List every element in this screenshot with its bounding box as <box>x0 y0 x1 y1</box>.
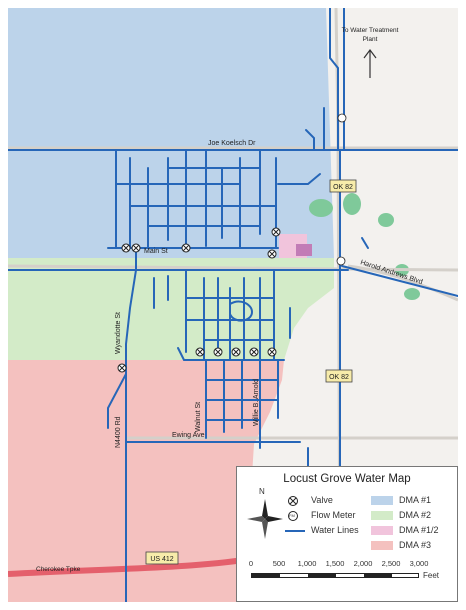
legend-flow-meter-label: Flow Meter <box>311 510 356 520</box>
legend-title: Locust Grove Water Map <box>283 473 411 485</box>
map-legend: Locust Grove Water Map N Valve FM Flow M… <box>236 466 458 602</box>
pond-parcel <box>343 193 361 215</box>
valve-icon <box>271 227 281 237</box>
street-label-main: Main St <box>144 248 168 255</box>
scale-tick-label: 500 <box>272 559 286 568</box>
street-label-cherokee: Cherokee Tpke <box>36 566 81 573</box>
north-arrow-icon <box>247 499 283 539</box>
ok82-shield-mid: OK 82 <box>325 369 353 383</box>
valve-icon <box>231 347 241 357</box>
dma12-swatch <box>371 526 393 535</box>
scale-tick-label: 3,000 <box>409 559 429 568</box>
valve-icon <box>121 243 131 253</box>
valve-icon <box>249 347 259 357</box>
legend-dma1-label: DMA #1 <box>399 495 432 505</box>
valve-icon <box>267 249 277 259</box>
ok82-shield-top: OK 82 <box>329 179 357 193</box>
flow-meter-glyph: FM <box>289 513 295 518</box>
legend-dma12-label: DMA #1/2 <box>399 525 439 535</box>
svg-text:OK 82: OK 82 <box>333 184 353 191</box>
street-label-wyandotte: Wyandotte St <box>115 312 122 354</box>
dma1-swatch <box>371 496 393 505</box>
street-label-n4400: N4400 Rd <box>115 416 122 448</box>
north-label: N <box>259 487 265 496</box>
treatment-plant-label-2: Plant <box>363 36 378 43</box>
pond-parcel <box>309 199 333 217</box>
pond-parcel <box>404 288 420 300</box>
valve-icon <box>195 347 205 357</box>
street-label-walnut: Walnut St <box>195 402 202 432</box>
pond-parcel <box>378 213 394 227</box>
treatment-plant-arrow <box>363 49 377 78</box>
scale-tick-label: 2,000 <box>353 559 373 568</box>
scale-tick-label: 0 <box>248 559 254 568</box>
water-line-swatch <box>285 530 305 532</box>
treatment-plant-label: To Water Treatment <box>342 27 399 34</box>
dma3-swatch <box>371 541 393 550</box>
svg-text:US 412: US 412 <box>150 556 173 563</box>
street-label-ewing: Ewing Ave <box>172 432 205 439</box>
valve-icon <box>213 347 223 357</box>
svg-text:OK 82: OK 82 <box>329 374 349 381</box>
flow-meter-icon <box>288 511 298 521</box>
street-label-joe-koelsch: Joe Koelsch Dr <box>208 140 256 147</box>
valve-icon <box>181 243 191 253</box>
valve-markers <box>117 227 281 373</box>
us412-shield: US 412 <box>145 551 179 565</box>
legend-valve-label: Valve <box>311 495 333 505</box>
scale-tick-label: 1,500 <box>325 559 345 568</box>
building-parcel <box>296 244 312 256</box>
street-label-willie-b: Willie B. Arnold <box>253 379 260 426</box>
scale-tick-label: 2,500 <box>381 559 401 568</box>
legend-dma3-label: DMA #3 <box>399 540 432 550</box>
dma2-swatch <box>371 511 393 520</box>
legend-water-lines-label: Water Lines <box>311 525 359 535</box>
valve-icon <box>117 363 127 373</box>
map-canvas[interactable]: To Water Treatment Plant Joe Koelsch Dr … <box>8 8 458 602</box>
valve-icon <box>131 243 141 253</box>
scale-unit: Feet <box>423 571 440 580</box>
scale-tick-label: 1,000 <box>297 559 317 568</box>
dma2-zone <box>8 258 334 360</box>
flow-meter-markers <box>336 113 347 266</box>
dma1-zone <box>8 8 334 258</box>
legend-dma2-label: DMA #2 <box>399 510 432 520</box>
valve-icon <box>267 347 277 357</box>
scale-bar: 0 500 1,000 1,500 2,000 2,500 3,000 Feet <box>247 559 440 580</box>
valve-icon <box>288 496 298 506</box>
